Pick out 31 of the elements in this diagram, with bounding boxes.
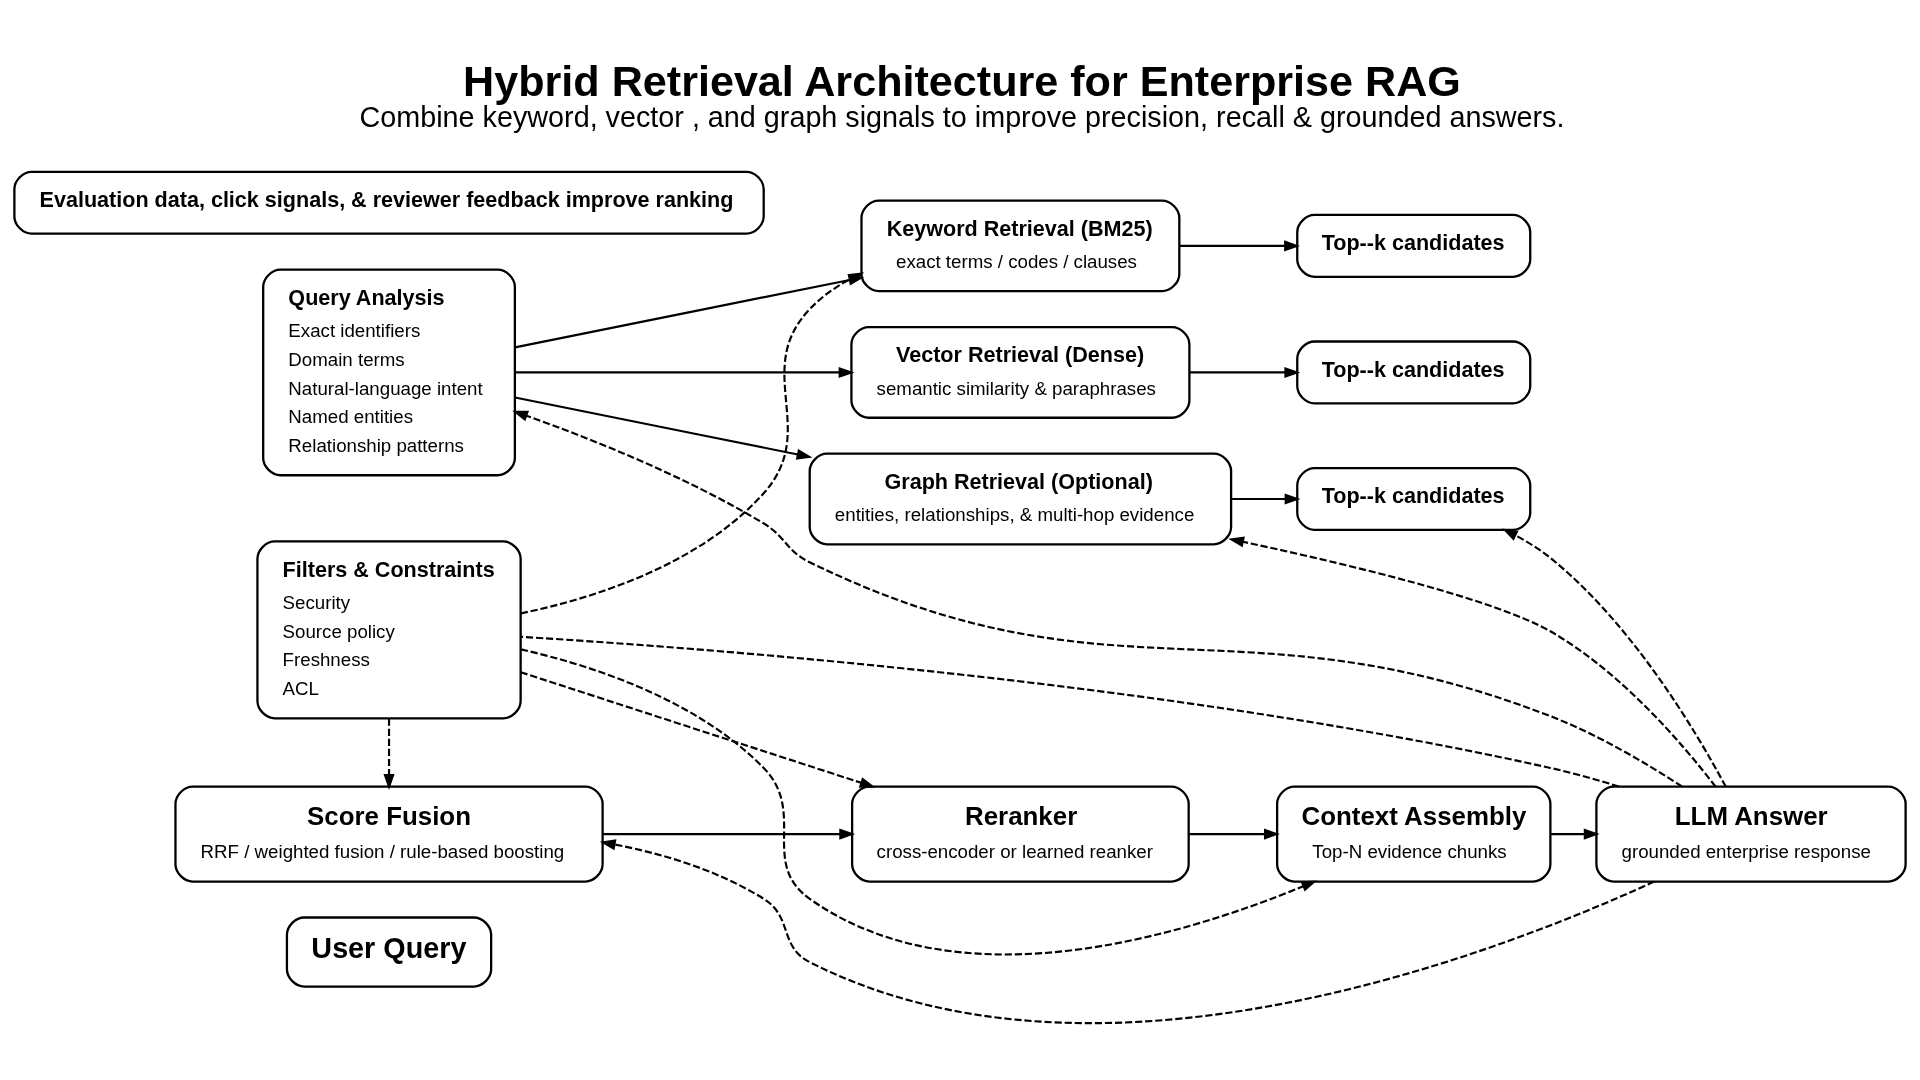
node-box: User Query — [285, 916, 493, 988]
arrow — [383, 718, 395, 790]
node-box: Top--k candidates — [1296, 213, 1532, 278]
arrow — [1502, 528, 1727, 788]
node-box: Top--k candidates — [1296, 340, 1532, 405]
arrow — [1231, 493, 1301, 505]
arrow — [514, 396, 813, 460]
node-box: Filters & Constraints Security Source policy Freshness ACL — [256, 540, 522, 720]
node-box: Evaluation data, click signals, & reviewer feedback improve ranking — [13, 170, 765, 235]
arrow — [1189, 828, 1280, 840]
node-box: LLM Answer grounded enterprise response — [1595, 785, 1907, 883]
node-box: Score Fusion RRF / weighted fusion / rule-based boosting — [174, 785, 604, 883]
arrow — [512, 410, 1683, 788]
arrow — [599, 839, 1655, 1024]
arrow — [602, 828, 856, 840]
node-box: Vector Retrieval (Dense) semantic similarity & paraphrases — [850, 326, 1191, 419]
arrow — [1179, 240, 1300, 252]
node-box: Context Assembly Top-N evidence chunks — [1275, 785, 1552, 883]
connector — [520, 635, 1620, 788]
arrow — [520, 648, 1318, 956]
arrow — [1228, 536, 1717, 788]
arrow — [520, 671, 876, 788]
node-box: Reranker cross-encoder or learned reanker — [851, 785, 1190, 883]
arrow — [1550, 828, 1600, 840]
arrow — [1189, 366, 1301, 378]
node-box: Graph Retrieval (Optional) entities, relationships, & multi-hop evidence — [808, 452, 1233, 546]
node-box: Top--k candidates — [1296, 466, 1532, 532]
node-box: Keyword Retrieval (BM25) exact terms / codes / clauses — [860, 199, 1181, 293]
diagram-title: Hybrid Retrieval Architecture for Enterprise RAG — [463, 56, 1461, 105]
arrow — [515, 366, 855, 378]
node-box: Query Analysis Exact identifiers Domain terms Natural-language intent Named entities Relationship patterns — [262, 268, 517, 477]
